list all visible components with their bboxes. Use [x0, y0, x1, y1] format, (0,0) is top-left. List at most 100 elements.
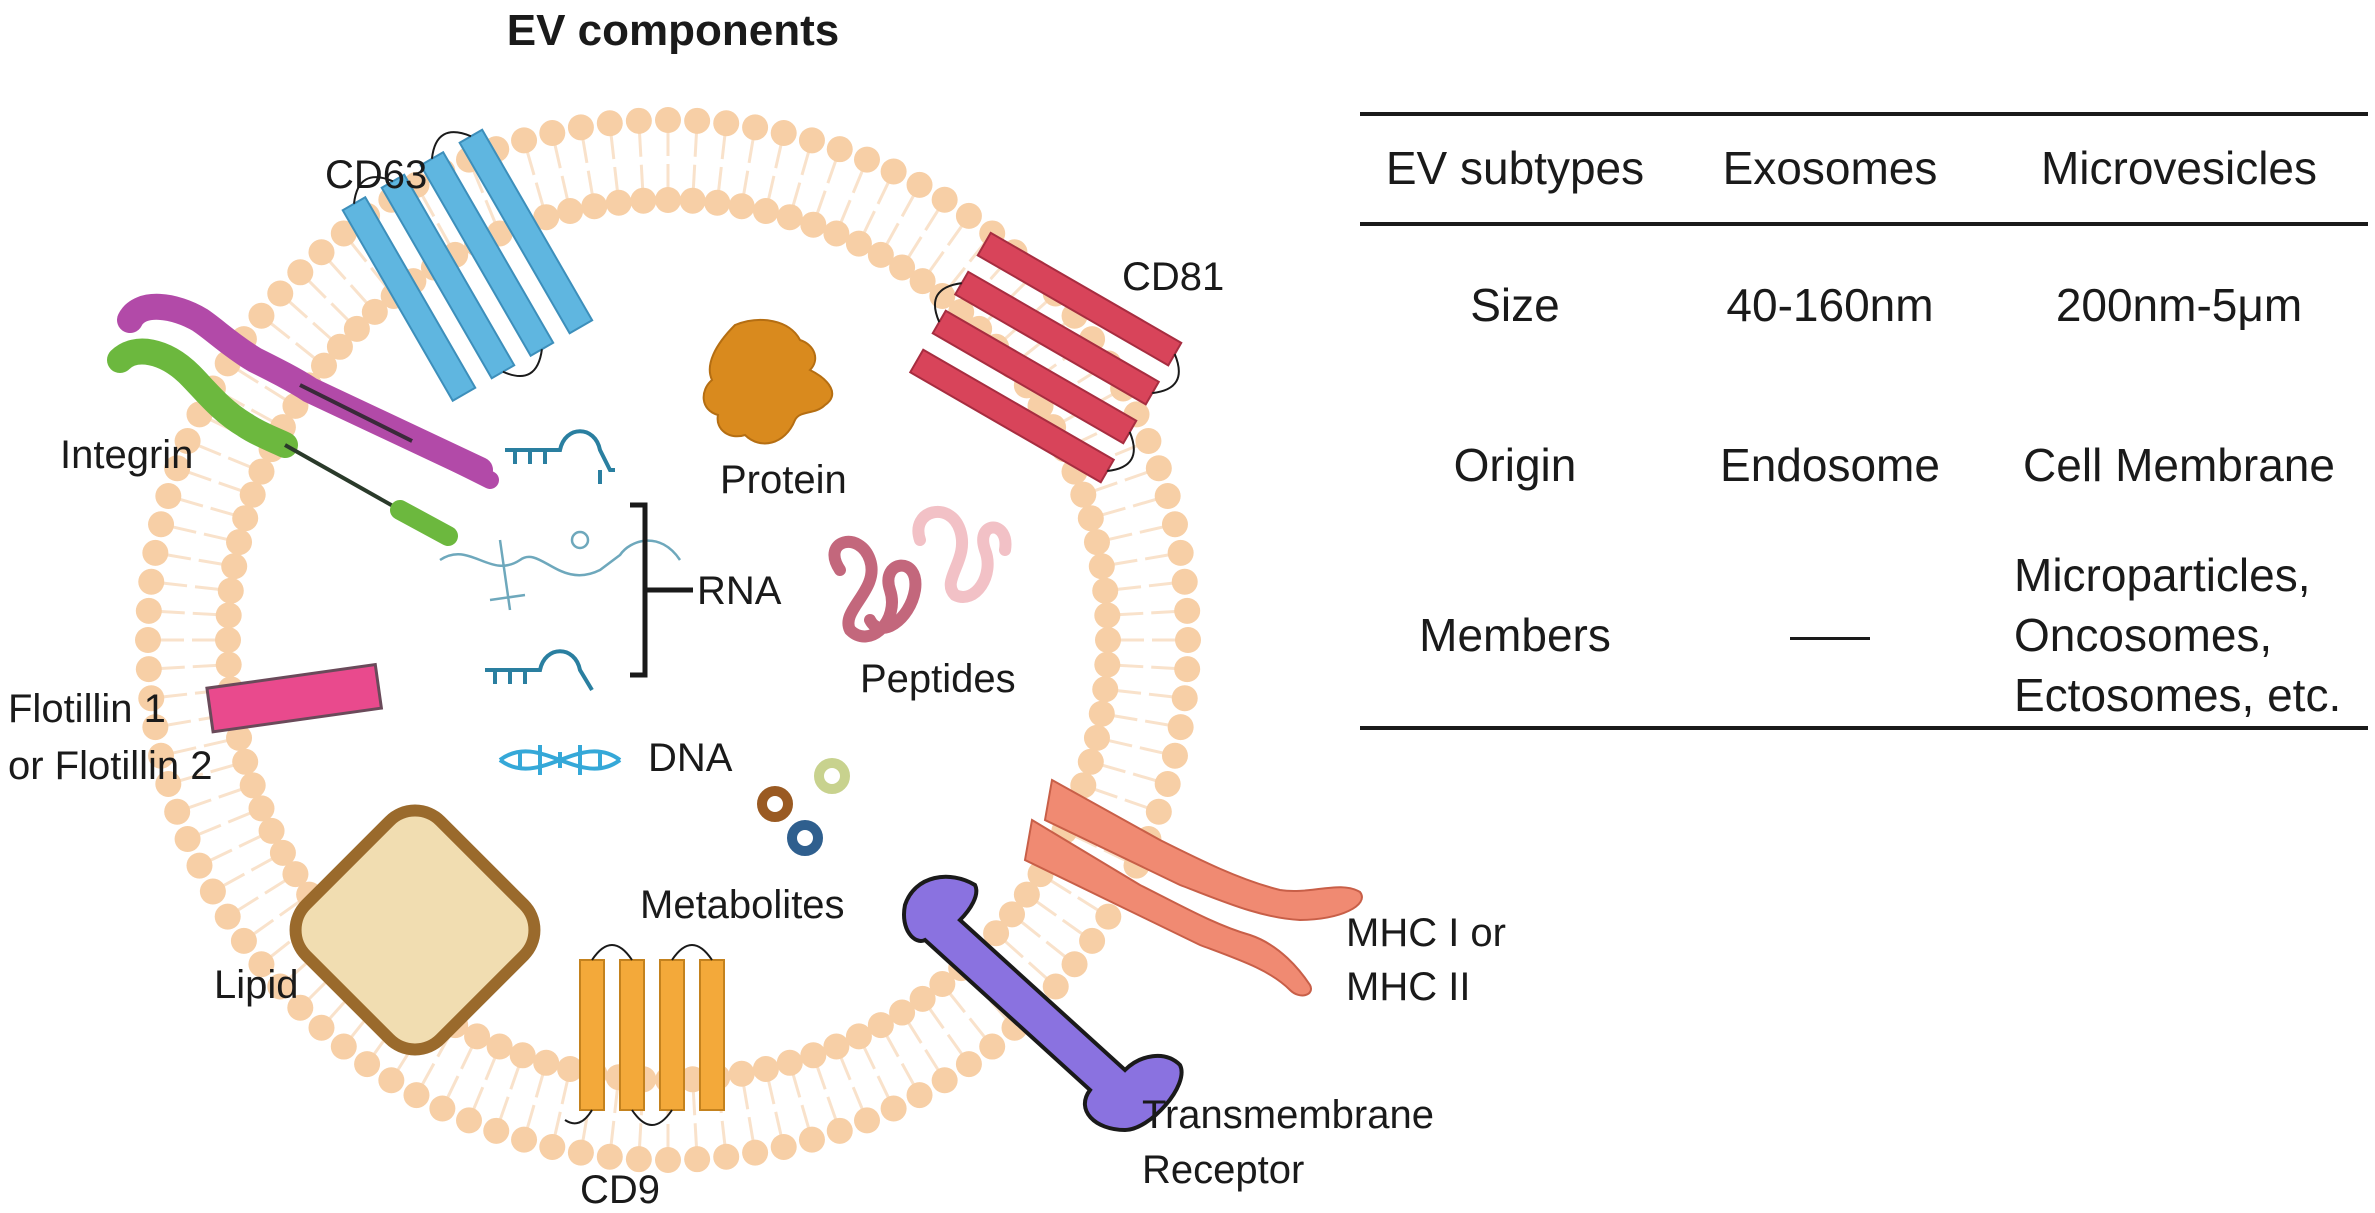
lipid-head: [269, 839, 296, 866]
label-cd81: CD81: [1122, 255, 1224, 299]
lipid-head: [217, 577, 244, 604]
lipid-tail: [209, 834, 262, 862]
lipid-head: [798, 127, 825, 154]
lipid-head: [148, 511, 175, 538]
lipid-head: [1175, 627, 1201, 653]
lipid-head: [983, 920, 1010, 947]
lipid-head: [931, 186, 958, 213]
lipid-head: [704, 189, 731, 216]
label-flotillin-2: or Flotillin 2: [8, 744, 213, 788]
lipid-head: [511, 127, 538, 154]
lipid-head: [1079, 927, 1106, 954]
lipid-tail: [222, 857, 274, 888]
lipid-tail: [907, 1021, 940, 1071]
ev-subtypes-table: EV subtypes Exosomes Microvesicles Size …: [1360, 112, 2368, 730]
lipid-tail: [1020, 920, 1067, 958]
lipid-head: [853, 146, 880, 173]
lipid-head: [464, 1023, 491, 1050]
lipid-tail: [420, 194, 451, 246]
lipid-head: [713, 1143, 740, 1170]
lipid-tail: [1004, 940, 1048, 980]
label-peptides: Peptides: [860, 657, 1016, 701]
cell-exosomes-members: [1670, 606, 1990, 666]
lipid-head: [823, 220, 850, 247]
lipid-tail: [525, 1073, 545, 1129]
lipid-head: [770, 120, 797, 147]
lipid-head: [539, 1133, 566, 1160]
lipid-head: [429, 1095, 456, 1122]
lipid-head: [1145, 455, 1172, 482]
lipid-head: [267, 280, 294, 307]
lipid-tail: [1108, 739, 1164, 755]
lipid-head: [845, 230, 872, 257]
cd63-protein: [341, 128, 594, 403]
lipid-head: [483, 1117, 510, 1144]
lipid-head: [1083, 529, 1110, 556]
header-ev-subtypes: EV subtypes: [1385, 142, 1645, 195]
protein-icon: [702, 319, 834, 445]
lipid-raft: [289, 804, 541, 1056]
label-integrin: Integrin: [60, 433, 193, 477]
lipid-head: [679, 187, 706, 214]
lipid-tail: [862, 1046, 890, 1099]
table-row: Size 40-160nm 200nm-5μm: [1360, 226, 2368, 386]
lipid-head: [142, 714, 169, 741]
lipid-tail: [553, 144, 569, 200]
lipid-tail: [1035, 900, 1084, 936]
lipid-head: [282, 861, 309, 888]
lipid-tail: [160, 610, 217, 617]
lipid-head: [308, 1014, 335, 1041]
lipid-head: [248, 795, 275, 822]
lipid-head: [605, 189, 632, 216]
lipid-tail: [163, 581, 220, 591]
lipid-tail: [498, 1066, 521, 1120]
lipid-head: [728, 193, 755, 220]
table-header-row: EV subtypes Exosomes Microvesicles: [1360, 116, 2368, 222]
lipid-head: [880, 158, 907, 185]
table-rule-bottom: [1360, 726, 2368, 730]
label-mhc-2: MHC II: [1346, 965, 1470, 1009]
lipid-head: [539, 120, 566, 147]
lipid-head: [999, 901, 1026, 928]
lipid-head: [199, 878, 226, 905]
label-rna: RNA: [697, 569, 782, 613]
lipid-tail: [791, 151, 811, 207]
lipid-head: [1095, 903, 1122, 930]
lipid-head: [931, 1067, 958, 1094]
lipid-head: [533, 1049, 560, 1076]
lipid-head: [906, 171, 933, 198]
member-line: Ectosomes, etc.: [2014, 668, 2342, 721]
lipid-head: [776, 204, 803, 231]
lipid-tail: [252, 900, 301, 936]
member-line: Oncosomes,: [2014, 609, 2273, 662]
table-rule-mid: [1360, 222, 2368, 226]
lipid-head: [1070, 481, 1097, 508]
lipid-head: [267, 973, 294, 1000]
lipid-head: [1174, 597, 1201, 624]
lipid-tail: [767, 1080, 783, 1136]
lipid-head: [361, 298, 388, 325]
lipid-head: [456, 1107, 483, 1134]
lipid-head: [826, 136, 853, 163]
lipid-tail: [885, 1034, 916, 1086]
peptides-icon: [828, 506, 1012, 643]
lipid-head: [226, 724, 253, 751]
lipid-head: [655, 1147, 681, 1173]
lipid-tail: [1119, 610, 1176, 617]
lipid-head: [232, 505, 259, 532]
lipid-head: [343, 315, 370, 342]
lipid-head: [713, 110, 740, 137]
row-label-members: Members: [1419, 609, 1611, 662]
lipid-head: [258, 817, 285, 844]
lipid-tail: [350, 241, 388, 288]
lipid-tail: [269, 322, 316, 360]
lipid-tail: [307, 279, 350, 322]
lipid-tail: [288, 300, 332, 340]
lipid-head: [230, 927, 257, 954]
cell-microvesicles-size: 200nm-5μm: [2055, 279, 2303, 332]
lipid-tail: [767, 144, 783, 200]
lipid-head: [308, 239, 335, 266]
lipid-head: [1154, 483, 1181, 510]
lipid-head: [826, 1117, 853, 1144]
lipid-head: [909, 268, 936, 295]
